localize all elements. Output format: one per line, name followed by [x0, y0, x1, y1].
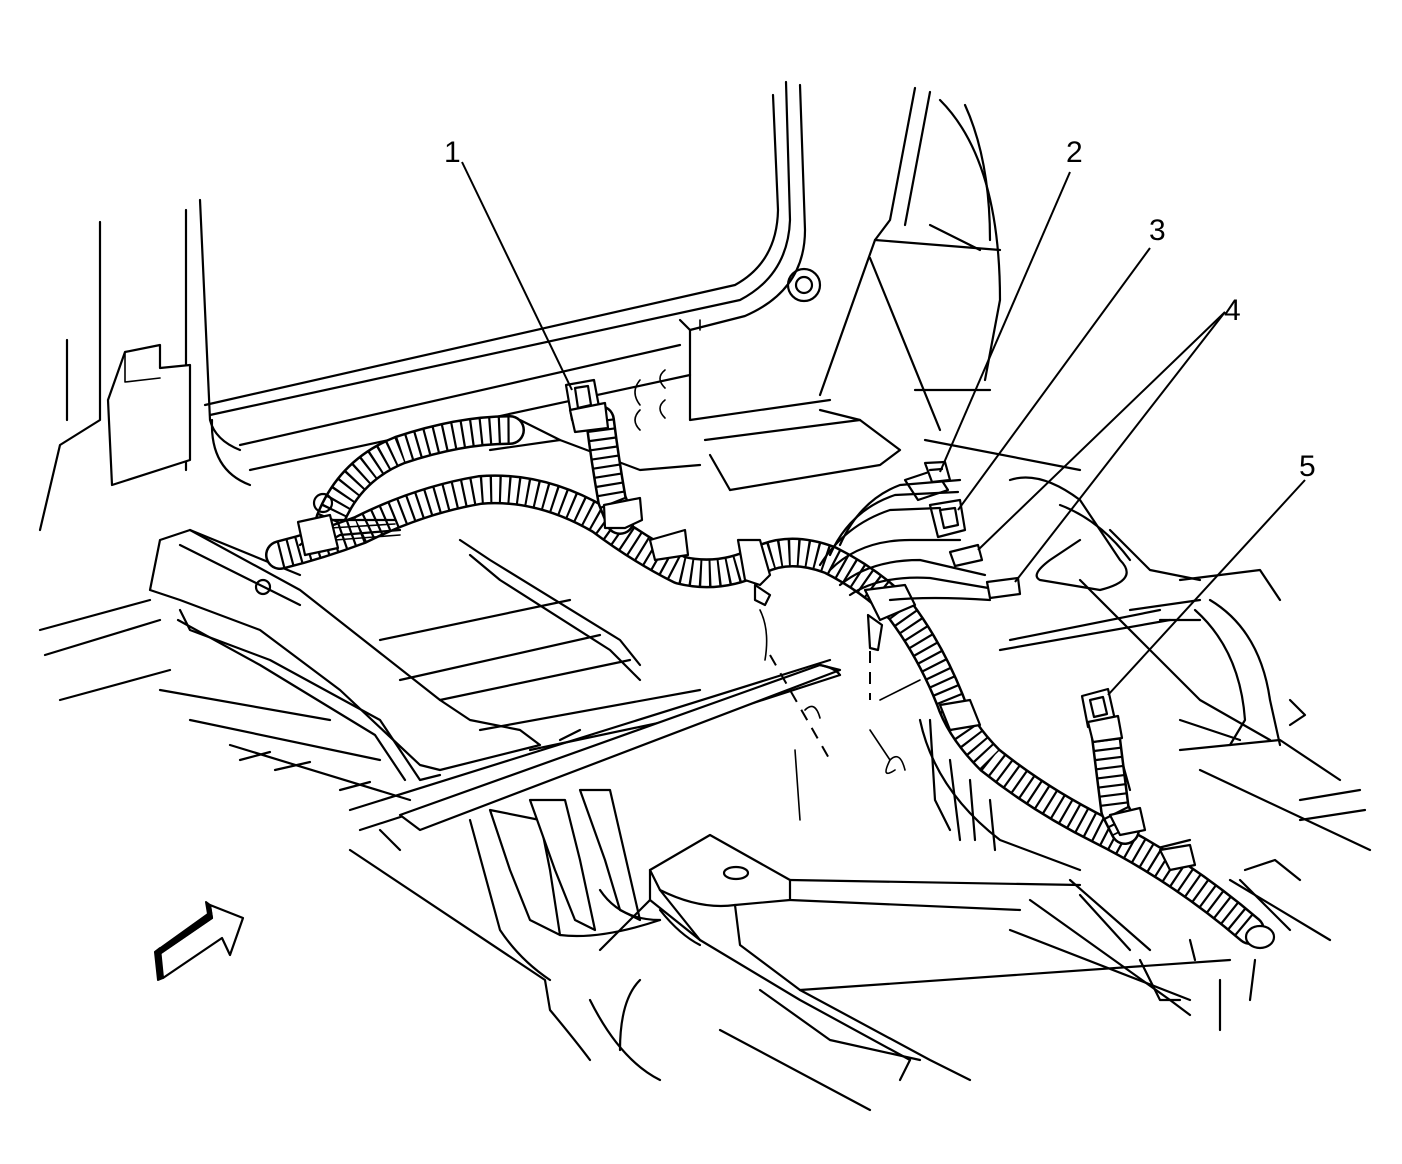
connector-3 [928, 498, 967, 539]
callout-leaders [461, 161, 1306, 696]
leader-1 [461, 161, 573, 391]
leader-5 [1107, 479, 1306, 696]
leader-3 [957, 247, 1151, 511]
vehicle-body-structure [38, 80, 1372, 1112]
harness-branch-right [818, 478, 1002, 602]
connector-1 [564, 378, 610, 434]
callout-2: 2 [1066, 136, 1083, 169]
front-direction-arrow-icon [154, 901, 245, 981]
callout-1: 1 [444, 136, 461, 169]
connector-5 [1080, 687, 1124, 744]
callout-labels: 1 2 3 4 5 [444, 136, 1316, 483]
callout-5: 5 [1299, 450, 1316, 483]
leader-4b [1014, 311, 1226, 583]
leader-4a [977, 311, 1226, 551]
callout-4: 4 [1224, 294, 1241, 327]
leader-2 [939, 171, 1071, 473]
callout-3: 3 [1149, 214, 1166, 247]
connector-4 [948, 543, 1022, 600]
